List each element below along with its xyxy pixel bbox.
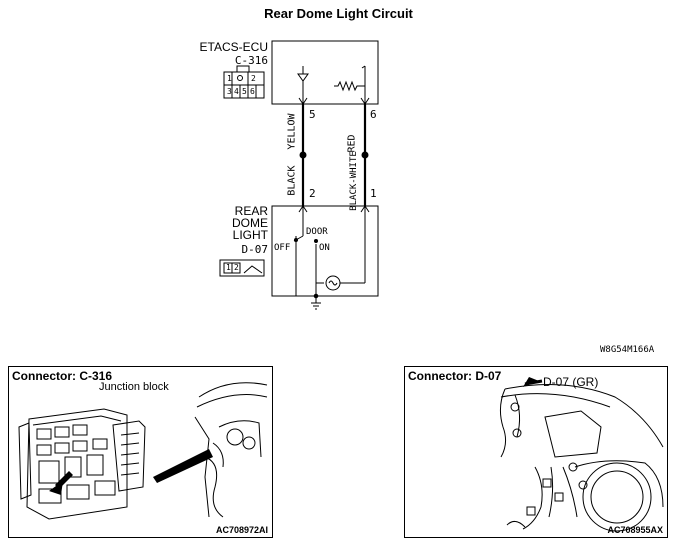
- lamp-name-line-2: DOME: [232, 216, 268, 230]
- ecu-pin-1: 1: [227, 74, 232, 83]
- lamp-box: [271, 205, 379, 297]
- wire-right-bottom-pin: 1: [370, 187, 377, 200]
- ecu-connector-icon: [223, 65, 265, 99]
- ground-symbol: [311, 283, 321, 310]
- lamp-pin-1: 1: [226, 263, 231, 272]
- ecu-pin-2: 2: [251, 74, 256, 83]
- switch-on-label: ON: [319, 243, 330, 253]
- connector-d07-panel: Connector: D-07 D-07 (GR): [404, 366, 668, 538]
- ecu-pin-3: 3: [227, 87, 232, 96]
- vehicle-interior-illustration: [499, 377, 664, 532]
- lamp-connector-icon: [219, 259, 265, 277]
- ecu-pin-6: 6: [250, 87, 255, 96]
- switch-door-label: DOOR: [306, 227, 328, 237]
- connector-d07-callout: D-07 (GR): [543, 375, 599, 389]
- wire-left-bottom-pin: 2: [309, 187, 316, 200]
- lamp-bulb-symbol: [325, 206, 366, 291]
- ecu-connector-label: C-316: [234, 54, 268, 67]
- switch-off-label: OFF: [274, 243, 291, 253]
- junction-block-label: Junction block: [99, 381, 169, 393]
- lamp-connector-label: D-07: [241, 243, 269, 256]
- ecu-pin-4: 4: [234, 87, 239, 96]
- connector-d07-title: Connector: D-07: [408, 369, 502, 383]
- ecu-pin-5: 5: [242, 87, 247, 96]
- connector-c316-panel: Connector: C-316 Junction block: [8, 366, 273, 538]
- ecu-resistor-symbol: [334, 65, 366, 104]
- diagram-title: Rear Dome Light Circuit: [264, 6, 413, 21]
- ecu-box: [271, 40, 379, 105]
- lamp-name-line-1: REAR: [234, 204, 268, 218]
- panel-c316-code: AC708972AI: [215, 525, 268, 535]
- splice-dot-left: [299, 151, 307, 159]
- wire-left-top-pin: 5: [309, 108, 316, 121]
- ecu-name: ETACS-ECU: [199, 40, 268, 54]
- junction-block-illustration: [18, 382, 268, 520]
- lamp-pin-2: 2: [234, 263, 239, 272]
- connector-c316-title: Connector: C-316: [12, 369, 113, 383]
- ecu-ground-symbol: [297, 66, 309, 104]
- door-switch-symbol: [293, 206, 324, 296]
- figure-code: W8G54M166A: [600, 345, 655, 355]
- lamp-name-line-3: LIGHT: [232, 228, 268, 242]
- wire-right-top-pin: 6: [370, 108, 377, 121]
- panel-d07-code: AC708955AX: [607, 525, 663, 535]
- splice-dot-right: [361, 151, 369, 159]
- wire-right-color-bottom: BLACK-WHITE: [349, 151, 359, 211]
- wire-left-color-bottom: BLACK: [286, 165, 298, 196]
